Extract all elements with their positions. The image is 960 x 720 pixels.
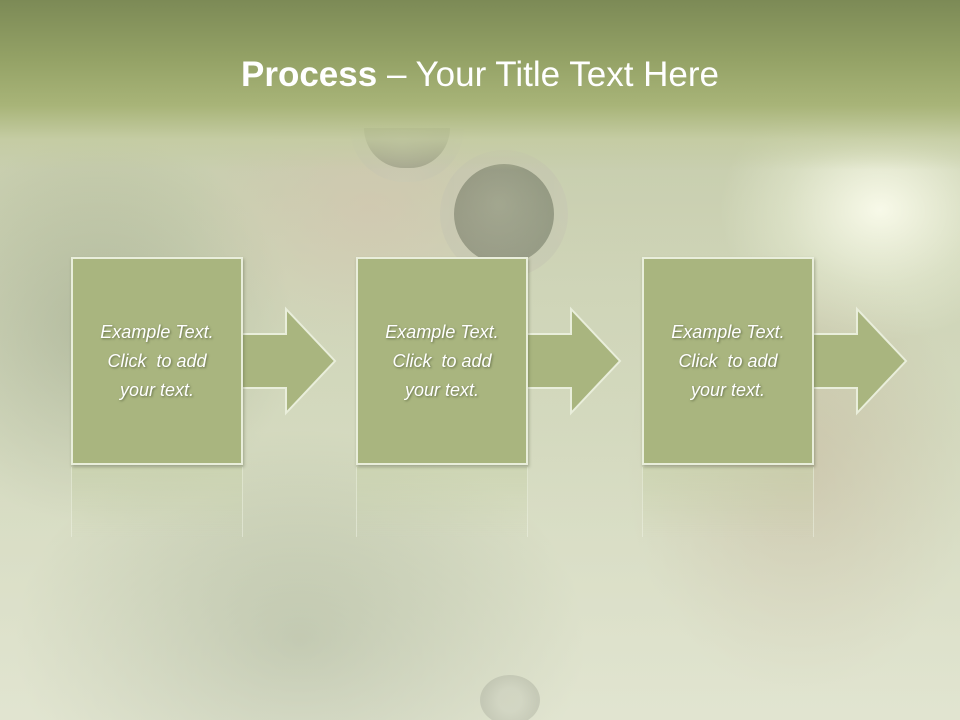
step-2-box[interactable]: Example Text. Click to add your text.	[356, 257, 528, 465]
slide-title[interactable]: Process – Your Title Text Here	[0, 50, 960, 100]
header-band	[0, 0, 960, 170]
right-arrow-icon	[813, 306, 908, 416]
step-1-box[interactable]: Example Text. Click to add your text.	[71, 257, 243, 465]
step-3-box[interactable]: Example Text. Click to add your text.	[642, 257, 814, 465]
title-rest: – Your Title Text Here	[377, 55, 719, 94]
step-1-line-2: Click to add	[107, 350, 207, 371]
step-1-reflection	[71, 467, 243, 537]
right-arrow-icon	[527, 306, 622, 416]
step-3-line-3: your text.	[690, 379, 766, 400]
step-2-line-2: Click to add	[392, 350, 492, 371]
step-1-line-1: Example Text.	[100, 321, 214, 342]
step-1-text: Example Text. Click to add your text.	[77, 318, 237, 405]
step-2-line-1: Example Text.	[385, 321, 499, 342]
step-3-line-2: Click to add	[678, 350, 778, 371]
right-arrow-icon	[242, 306, 337, 416]
step-2-reflection	[356, 467, 528, 537]
title-bold: Process	[241, 55, 378, 94]
step-1-line-3: your text.	[119, 379, 195, 400]
step-3-line-1: Example Text.	[671, 321, 785, 342]
step-2-line-3: your text.	[404, 379, 480, 400]
step-2-text: Example Text. Click to add your text.	[362, 318, 522, 405]
step-3-text: Example Text. Click to add your text.	[648, 318, 808, 405]
step-3-reflection	[642, 467, 814, 537]
